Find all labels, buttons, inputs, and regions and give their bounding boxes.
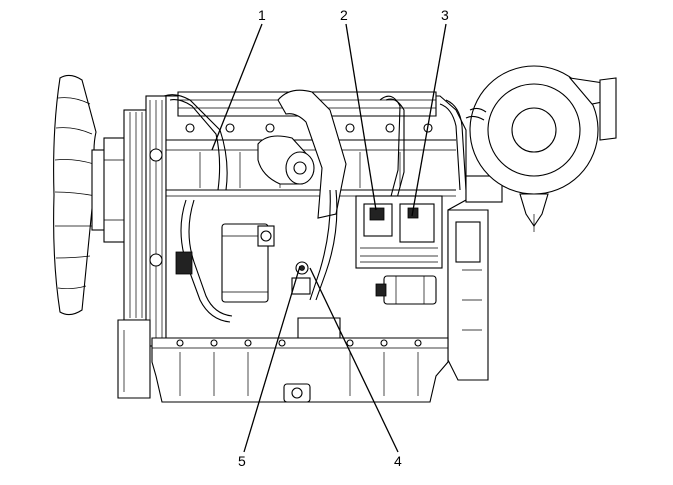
callout-4: 4 (394, 453, 402, 469)
callout-labels: 1 2 3 4 5 (238, 7, 449, 469)
callout-5: 5 (238, 453, 246, 469)
engine-ecm (355, 195, 443, 269)
callout-2: 2 (340, 7, 348, 23)
flywheel-housing (447, 175, 503, 381)
leader-5 (243, 265, 301, 453)
cooling-fan (53, 74, 127, 316)
intake-pipe (257, 89, 347, 219)
sensor-cluster (291, 261, 311, 295)
callout-1: 1 (258, 7, 266, 23)
air-cleaner (465, 65, 617, 232)
leader-4 (309, 267, 399, 453)
leader-1 (211, 23, 263, 151)
callout-3: 3 (441, 7, 449, 23)
fuel-filter (175, 223, 275, 303)
starter-motor (375, 275, 437, 305)
front-pulleys (117, 95, 167, 399)
leader-3 (411, 23, 447, 217)
leader-2 (345, 23, 377, 211)
callout-leaders (211, 23, 447, 453)
oil-pan (151, 317, 449, 403)
